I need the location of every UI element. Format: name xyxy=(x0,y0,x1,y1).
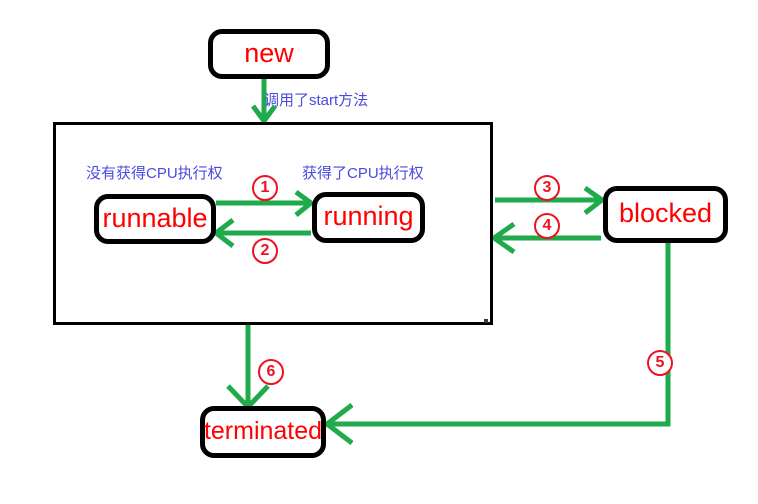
transition-badge-3: 3 xyxy=(534,175,560,201)
state-box-terminated[interactable]: terminated xyxy=(200,406,326,458)
state-box-blocked[interactable]: blocked xyxy=(603,186,728,243)
runnable-running-group-rect xyxy=(53,122,493,325)
note-start-method: 调用了start方法 xyxy=(264,92,369,109)
transition-badge-2: 2 xyxy=(252,238,278,264)
arrow-1-runnable-to-running xyxy=(216,189,316,217)
arrow-5-blocked-to-terminated xyxy=(322,243,671,445)
state-box-runnable[interactable]: runnable xyxy=(94,194,216,244)
transition-badge-1: 1 xyxy=(252,175,278,201)
note-got-cpu: 获得了CPU执行权 xyxy=(302,165,424,182)
state-label-runnable: runnable xyxy=(102,202,208,233)
transition-badge-6: 6 xyxy=(258,359,284,385)
arrow-2-running-to-runnable xyxy=(211,218,311,248)
transition-badge-5: 5 xyxy=(647,350,673,376)
state-label-running: running xyxy=(323,201,414,231)
transition-badge-4: 4 xyxy=(534,213,560,239)
state-box-running[interactable]: running xyxy=(312,192,425,243)
arrow-new-to-runnable xyxy=(250,79,278,126)
note-no-cpu: 没有获得CPU执行权 xyxy=(86,165,223,182)
state-label-blocked: blocked xyxy=(618,198,713,228)
group-rect-artifact-dot xyxy=(484,319,488,323)
state-label-new: new xyxy=(244,37,294,68)
state-label-terminated: terminated xyxy=(203,416,323,445)
state-box-new[interactable]: new xyxy=(208,29,330,79)
